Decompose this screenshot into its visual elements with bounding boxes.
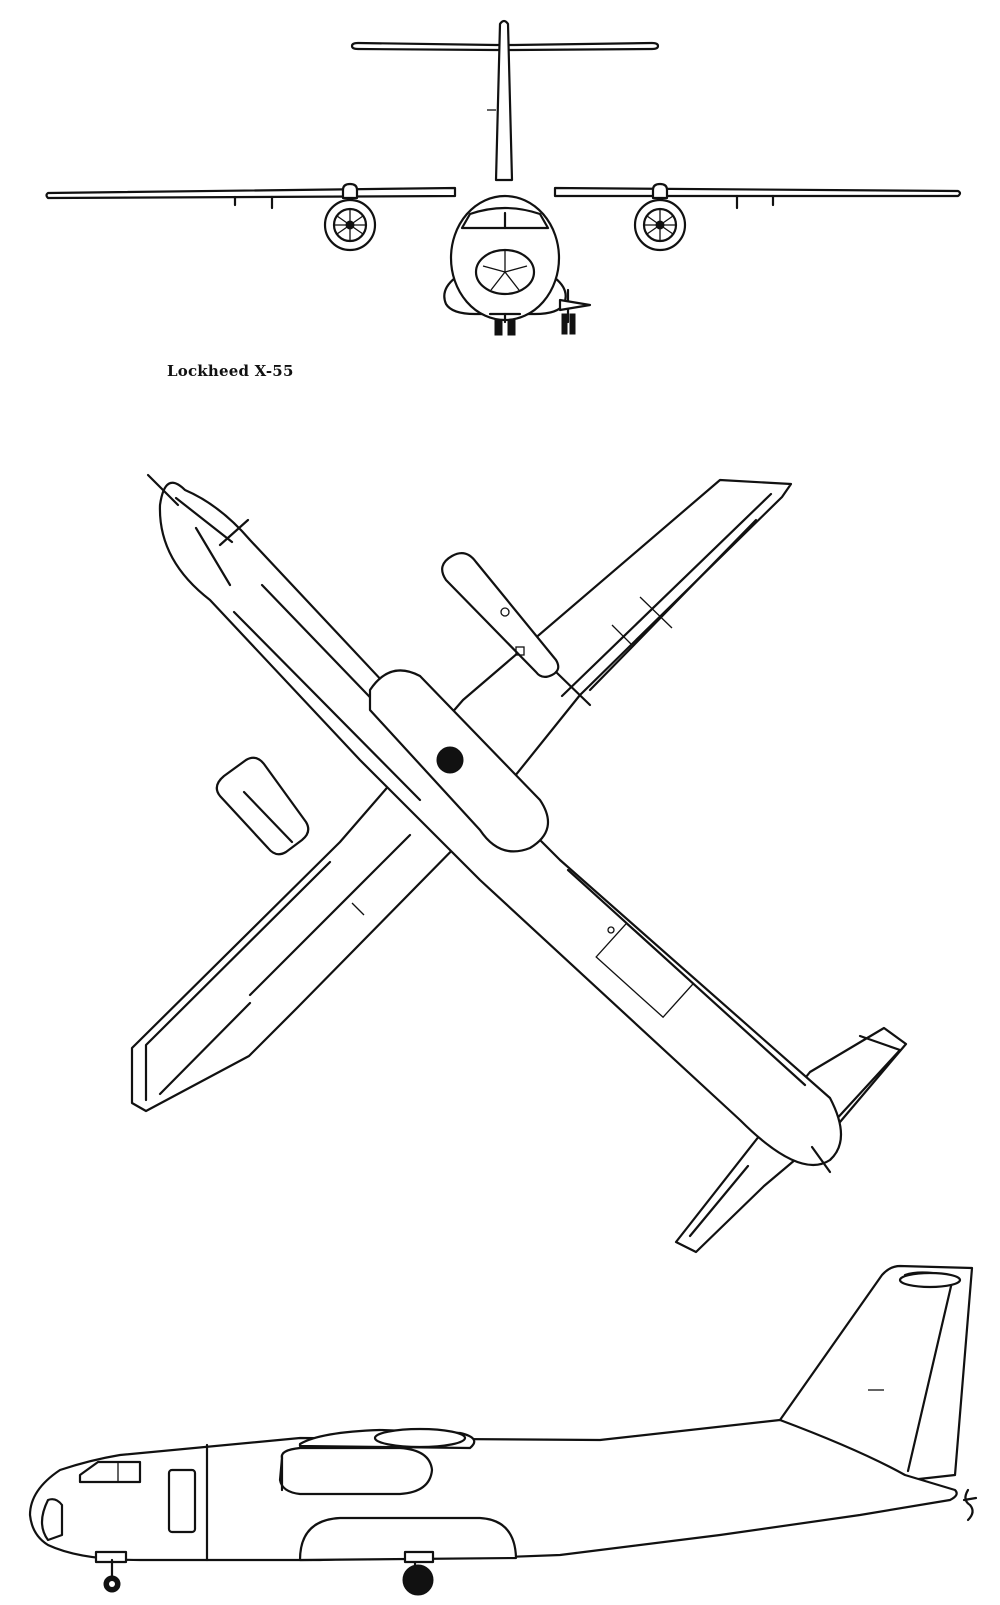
main-gear-side: [402, 1550, 435, 1596]
right-nacelle: [441, 551, 592, 707]
nose-gear-side: [94, 1550, 128, 1593]
vertical-stabilizer: [494, 19, 514, 182]
side-cockpit-window: [78, 1460, 142, 1484]
front-view: [45, 19, 962, 336]
fuel-cap-marker: [436, 746, 464, 774]
side-nacelle: [278, 1446, 434, 1496]
top-view: [130, 473, 908, 1254]
side-sponson: [298, 1516, 518, 1562]
fuselage-side: [28, 1418, 958, 1562]
nose-gear: [488, 312, 522, 336]
right-engine: [633, 198, 687, 252]
left-nacelle: [215, 756, 310, 856]
tail-mark: [962, 1488, 978, 1522]
fin: [778, 1264, 974, 1482]
wing: [45, 186, 457, 200]
aircraft-caption: Lockheed X-55: [167, 362, 294, 380]
side-view: [28, 1264, 978, 1596]
door: [167, 1468, 197, 1534]
main-gear-detail: [558, 288, 592, 335]
left-engine: [323, 198, 377, 252]
